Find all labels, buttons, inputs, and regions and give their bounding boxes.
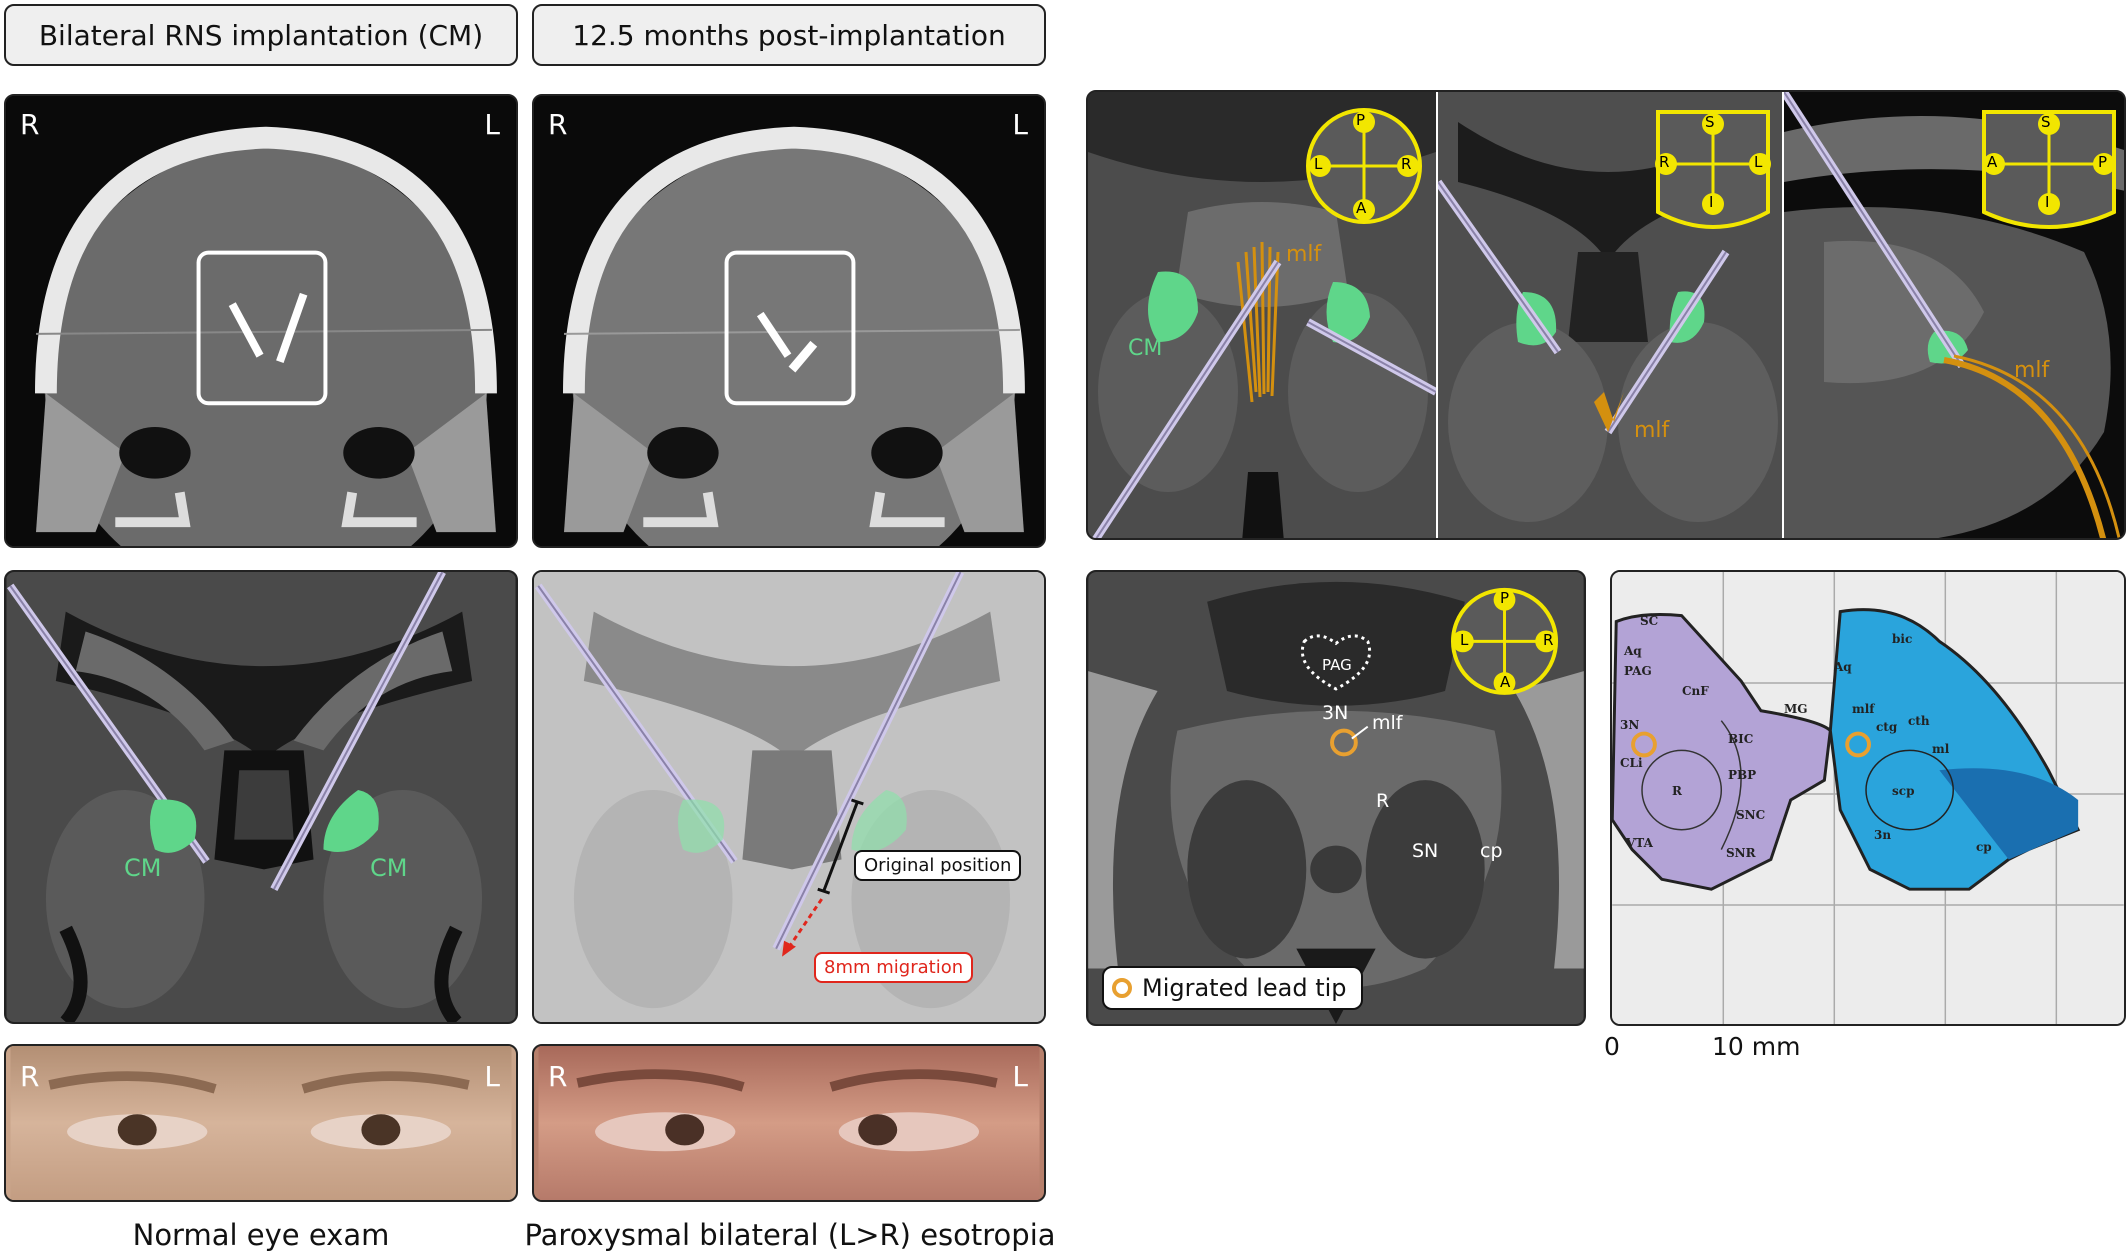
atlas-ctg: ctg bbox=[1876, 720, 1898, 734]
coronal-mlf-label: mlf bbox=[1634, 418, 1670, 443]
midbrain-compass-left: L bbox=[1460, 631, 1469, 649]
3n-label: 3N bbox=[1322, 702, 1349, 724]
sagittal-compass-right: P bbox=[2098, 153, 2108, 171]
header-post-implantation: 12.5 months post-implantation bbox=[532, 4, 1046, 66]
midbrain-compass-bottom: A bbox=[1500, 673, 1511, 691]
eyes2-right-marker: R bbox=[548, 1060, 568, 1093]
atlas-mg: MG bbox=[1784, 702, 1808, 716]
mri-coronal-initial: CM CM bbox=[4, 570, 518, 1024]
header-middle-text: 12.5 months post-implantation bbox=[572, 18, 1006, 52]
legend-migrated-lead-tip: Migrated lead tip bbox=[1102, 966, 1363, 1010]
mri-image-initial bbox=[6, 572, 516, 1022]
atlas-cnf: CnF bbox=[1682, 684, 1709, 698]
migration-label: 8mm migration bbox=[814, 952, 974, 983]
red-nucleus-label: R bbox=[1376, 790, 1390, 812]
atlas-3n-lower: 3n bbox=[1874, 828, 1892, 842]
caption-esotropia: Paroxysmal bilateral (L>R) esotropia bbox=[524, 1218, 1056, 1252]
atlas-bic-left: BIC bbox=[1728, 732, 1754, 746]
mri-coronal-subpanel: S I R L mlf bbox=[1436, 92, 1784, 538]
coronal-compass-left: R bbox=[1659, 153, 1670, 171]
header-left-text: Bilateral RNS implantation (CM) bbox=[38, 18, 484, 52]
cp-label: cp bbox=[1480, 840, 1503, 862]
cm-label-right: CM bbox=[124, 854, 162, 882]
header-bilateral-implantation: Bilateral RNS implantation (CM) bbox=[4, 4, 518, 66]
atlas-snr: SNR bbox=[1726, 846, 1756, 860]
histology-atlas-panel: SC Aq PAG CnF 3N CLi BIC MG R PBP SNC VT… bbox=[1610, 570, 2126, 1026]
atlas-image bbox=[1612, 572, 2124, 1024]
atlas-cp: cp bbox=[1976, 840, 1992, 854]
axial-compass-top: P bbox=[1356, 111, 1366, 129]
caption-normal-eye-exam: Normal eye exam bbox=[132, 1218, 390, 1252]
atlas-pbp: PBP bbox=[1728, 768, 1757, 782]
axial-mlf-label: mlf bbox=[1286, 242, 1322, 267]
ct-image-followup bbox=[534, 96, 1044, 546]
ct2-right-marker: R bbox=[548, 108, 568, 141]
orange-ring-icon bbox=[1112, 978, 1132, 998]
mri-coronal-image bbox=[1438, 92, 1784, 538]
ct-coronal-followup: R L bbox=[532, 94, 1046, 548]
cm-label-left: CM bbox=[370, 854, 408, 882]
scale-ten-mm: 10 mm bbox=[1712, 1032, 1801, 1061]
midbrain-mlf-label: mlf bbox=[1372, 712, 1403, 734]
eyes1-right-marker: R bbox=[20, 1060, 40, 1093]
atlas-ml: ml bbox=[1932, 742, 1950, 756]
mri-axial-subpanel: P A L R CM mlf bbox=[1088, 92, 1436, 538]
atlas-cth: cth bbox=[1908, 714, 1930, 728]
coronal-compass-top: S bbox=[1705, 113, 1715, 131]
mri-midbrain-image bbox=[1088, 572, 1584, 1024]
mri-image-followup bbox=[534, 572, 1044, 1022]
atlas-3n: 3N bbox=[1620, 718, 1640, 732]
ct1-right-marker: R bbox=[20, 108, 40, 141]
ct-image-initial bbox=[6, 96, 516, 546]
coronal-compass-bottom: I bbox=[1709, 193, 1714, 211]
atlas-vta: VTA bbox=[1626, 836, 1653, 850]
atlas-pag: PAG bbox=[1624, 664, 1652, 678]
sagittal-compass-top: S bbox=[2041, 113, 2051, 131]
sagittal-mlf-label: mlf bbox=[2014, 358, 2050, 383]
midbrain-compass-right: R bbox=[1543, 631, 1554, 649]
scale-zero: 0 bbox=[1604, 1032, 1620, 1061]
eye-photo-normal: R L bbox=[4, 1044, 518, 1202]
coronal-compass-right: L bbox=[1754, 153, 1763, 171]
ct2-left-marker: L bbox=[1012, 108, 1028, 141]
eyes2-left-marker: L bbox=[1012, 1060, 1028, 1093]
atlas-r: R bbox=[1672, 784, 1682, 798]
eye-photo-esotropia: R L bbox=[532, 1044, 1046, 1202]
eye-image-esotropia bbox=[538, 1046, 1040, 1200]
legend-text: Migrated lead tip bbox=[1142, 974, 1347, 1002]
atlas-scp: scp bbox=[1892, 784, 1915, 798]
atlas-mlf: mlf bbox=[1852, 702, 1875, 716]
axial-compass-right: R bbox=[1401, 155, 1412, 173]
sn-label: SN bbox=[1412, 840, 1439, 862]
atlas-aq-left: Aq bbox=[1624, 644, 1642, 658]
axial-compass-left: L bbox=[1314, 155, 1323, 173]
eye-image-normal bbox=[10, 1046, 512, 1200]
axial-compass-bottom: A bbox=[1356, 199, 1367, 217]
mri-triplanar-view: P A L R CM mlf S I bbox=[1086, 90, 2126, 540]
eyes1-left-marker: L bbox=[484, 1060, 500, 1093]
ct1-left-marker: L bbox=[484, 108, 500, 141]
mri-sagittal-image bbox=[1784, 92, 2124, 538]
atlas-snc: SNC bbox=[1736, 808, 1766, 822]
mri-axial-midbrain: P A L R PAG 3N mlf R SN cp Migrated lead… bbox=[1086, 570, 1586, 1026]
atlas-cli: CLi bbox=[1620, 756, 1643, 770]
sagittal-compass-left: A bbox=[1987, 153, 1998, 171]
mri-coronal-followup: Original position 8mm migration bbox=[532, 570, 1046, 1024]
mri-axial-image bbox=[1088, 92, 1436, 538]
atlas-aq-right: Aq bbox=[1834, 660, 1852, 674]
pag-label: PAG bbox=[1322, 656, 1352, 674]
ct-coronal-initial: R L bbox=[4, 94, 518, 548]
atlas-sc: SC bbox=[1640, 614, 1659, 628]
atlas-bic-right: bic bbox=[1892, 632, 1913, 646]
axial-cm-label: CM bbox=[1128, 336, 1163, 361]
sagittal-compass-bottom: I bbox=[2045, 193, 2050, 211]
original-position-label: Original position bbox=[854, 850, 1022, 881]
midbrain-compass-top: P bbox=[1500, 589, 1510, 607]
mri-sagittal-subpanel: S I A P mlf bbox=[1782, 92, 2124, 538]
